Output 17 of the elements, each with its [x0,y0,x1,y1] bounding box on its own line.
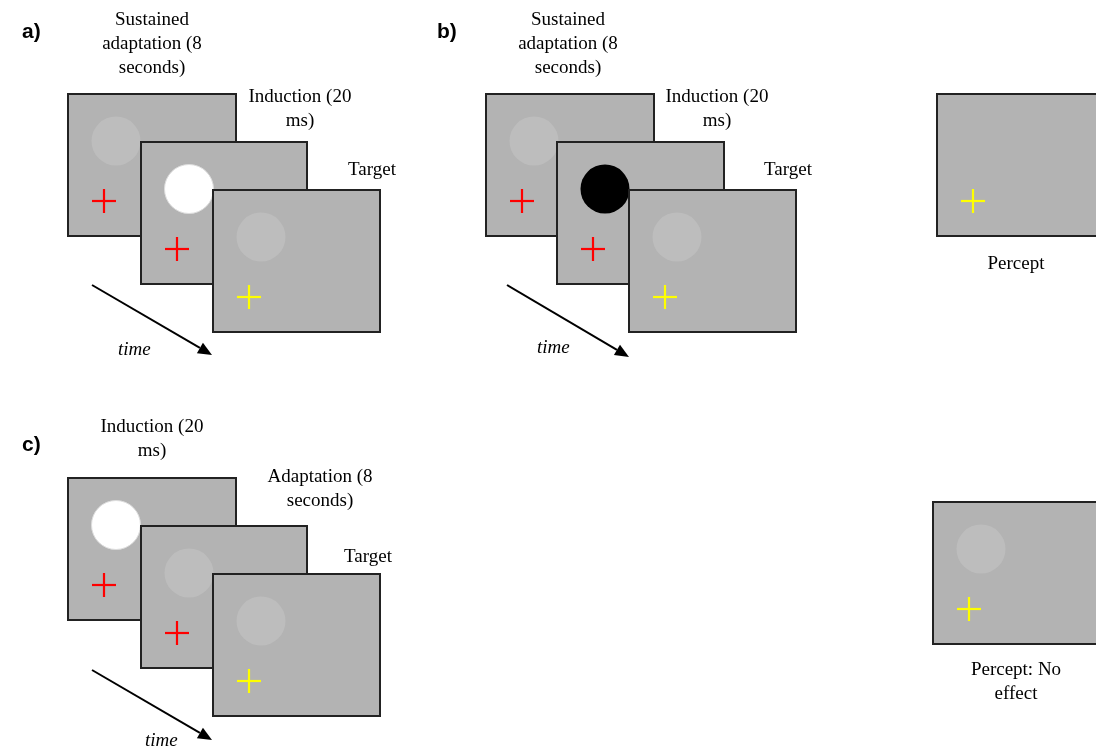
stimulus-label: Target [763,157,813,181]
panel-letter: a) [22,19,41,43]
panel-letter: c) [22,432,41,456]
panel-letter: b) [437,19,457,43]
stimulus-label: Adaptation (8 seconds) [266,464,374,512]
stimulus-label: Target [347,157,397,181]
stimulus-label: Target [343,544,393,568]
axis-label: time [537,336,570,358]
stimulus-label: Induction (20 ms) [247,84,353,132]
stimulus-label: Sustained adaptation (8 seconds) [101,7,203,79]
stimulus-label: Induction (20 ms) [99,414,205,462]
stimulus-label: Percept [986,251,1046,275]
axis-label: time [118,338,151,360]
stimulus-label: Induction (20 ms) [664,84,770,132]
axis-label: time [145,729,178,750]
stimulus-label: Percept: No effect [969,657,1063,705]
stimulus-label: Sustained adaptation (8 seconds) [517,7,619,79]
